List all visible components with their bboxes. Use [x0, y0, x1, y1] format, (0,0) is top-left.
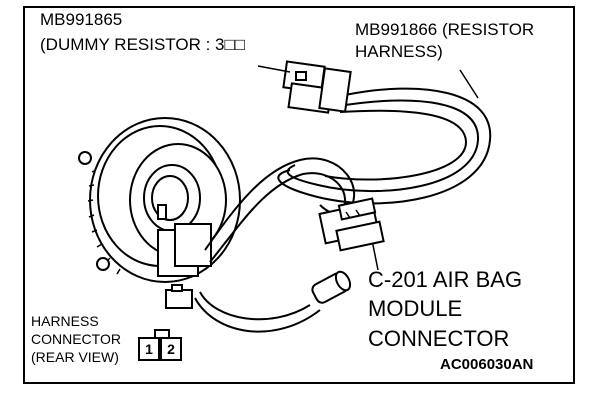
mounting-tab-bottom	[96, 257, 110, 271]
harness-connector-label-line-3: (REAR VIEW)	[31, 349, 119, 365]
c201-label-line-1: C-201 AIR BAG	[368, 267, 523, 292]
resistor-harness-description: HARNESS)	[355, 42, 443, 61]
cable-sleeve-end	[334, 270, 352, 292]
small-harness-connector	[165, 284, 193, 309]
cable-lower-b	[194, 297, 321, 333]
cable-upper-b	[209, 172, 346, 263]
connector-pin-2: 2	[160, 337, 182, 361]
resistor-harness-part-number: MB991866 (RESISTOR	[355, 20, 535, 39]
harness-connector-label-line-2: CONNECTOR	[31, 331, 121, 347]
c201-connector-plug	[335, 220, 385, 252]
cable-sleeve	[311, 270, 352, 304]
connector-pin-1: 1	[138, 337, 160, 361]
dummy-resistor	[282, 60, 352, 114]
dummy-resistor-pin	[295, 71, 307, 81]
cable-lower-a	[199, 291, 311, 321]
dummy-resistor-plug-c	[318, 67, 352, 113]
small-connector-tab	[171, 284, 183, 292]
harness-connector-label-line-1: HARNESS	[31, 313, 99, 329]
c201-connector-pin-a	[345, 209, 361, 219]
clock-spring-key	[157, 204, 167, 220]
harness-connector-rear-view: 1 2	[138, 329, 186, 363]
leader-c201	[371, 239, 379, 271]
clock-spring-connector-cap	[174, 223, 212, 267]
dummy-resistor-description: (DUMMY RESISTOR : 3□□	[40, 35, 246, 54]
mounting-tab-top	[78, 151, 92, 165]
c201-label-line-2: MODULE	[368, 296, 463, 321]
small-connector-body	[165, 289, 193, 309]
leader-dummy	[257, 65, 291, 73]
leader-lines	[257, 65, 479, 271]
leader-harness	[459, 69, 479, 99]
dummy-resistor-part-number: MB991865	[40, 10, 123, 29]
harness-connector-latch	[154, 329, 170, 337]
clock-spring	[78, 117, 241, 283]
figure-code: AC006030AN	[440, 356, 534, 373]
harness-wire-2	[286, 99, 480, 193]
harness-wire-1	[277, 87, 492, 205]
harness-wire-3	[324, 109, 468, 181]
c201-connector	[318, 197, 385, 252]
c201-label-line-3: CONNECTOR	[368, 326, 510, 351]
